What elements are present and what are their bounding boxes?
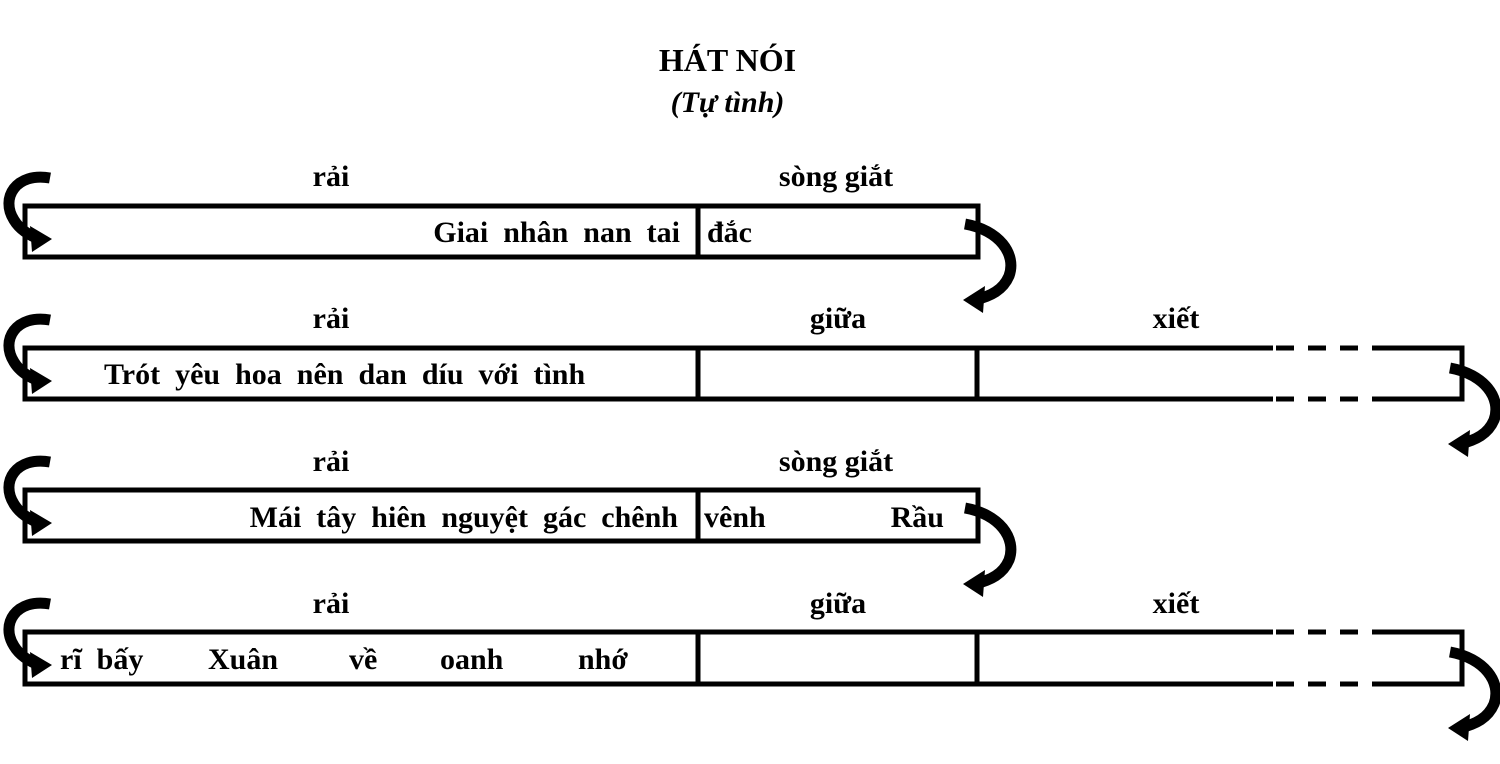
label-xiet: xiết — [1153, 302, 1200, 335]
page-subtitle: (Tự tình) — [670, 86, 785, 119]
segment-text: Rầu — [891, 501, 944, 534]
curved-arrow-out-icon — [963, 224, 1011, 313]
label-giua: giữa — [810, 302, 866, 335]
label-song-giat: sòng giắt — [779, 445, 893, 478]
segment-text: Giai nhân nan tai — [433, 216, 680, 249]
segment-text: nhớ — [578, 643, 628, 676]
curved-arrow-in-icon — [9, 461, 52, 536]
curved-arrow-in-icon — [9, 319, 52, 394]
row-3: rải sòng giắt Mái tây hiên nguyệt gác ch… — [9, 445, 1011, 597]
curved-arrow-in-icon — [9, 177, 52, 252]
label-rai: rải — [313, 587, 350, 620]
segment-text: Mái tây hiên nguyệt gác chênh — [250, 501, 679, 534]
segment-text: Trót yêu hoa nên dan díu với tình — [104, 358, 585, 391]
curved-arrow-out-icon — [1448, 652, 1496, 741]
label-rai: rải — [313, 302, 350, 335]
row-1: rải sòng giắt Giai nhân nan tai đắc — [9, 160, 1011, 313]
label-rai: rải — [313, 160, 350, 193]
row-2: rải giữa xiết Trót yêu hoa nên dan díu v… — [9, 302, 1496, 457]
row-4: rải giữa xiết rĩ bấy Xuân về oanh nhớ — [9, 587, 1496, 741]
segment-text: Xuân — [208, 643, 278, 676]
segment-text: oanh — [440, 643, 504, 676]
curved-arrow-out-icon — [963, 508, 1011, 597]
label-xiet: xiết — [1153, 587, 1200, 620]
phrase-box-end — [1388, 629, 1465, 687]
label-giua: giữa — [810, 587, 866, 620]
segment-text: rĩ bấy — [60, 643, 143, 676]
page-title: HÁT NÓI — [658, 42, 797, 78]
curved-arrow-out-icon — [1448, 368, 1496, 457]
curved-arrow-in-icon — [9, 603, 52, 678]
label-rai: rải — [313, 445, 350, 478]
segment-text: về — [349, 643, 377, 676]
label-song-giat: sòng giắt — [779, 160, 893, 193]
segment-text: đắc — [707, 216, 752, 249]
segment-text: vênh — [704, 501, 766, 534]
